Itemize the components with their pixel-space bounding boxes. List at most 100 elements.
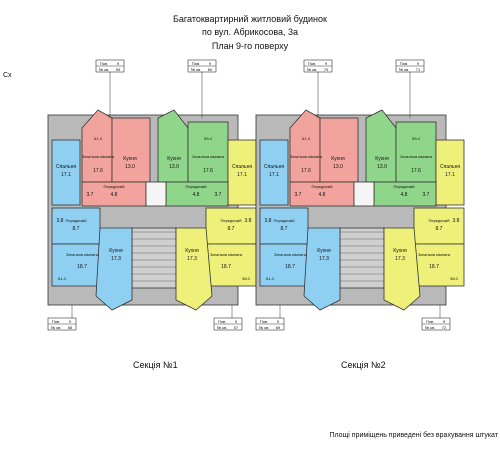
label-hall-bottom-right: Передпокій <box>428 218 449 223</box>
axis-mark: Сх <box>3 72 12 79</box>
label-bedroom-right: Спальня <box>232 164 252 170</box>
tag-floor-label: Пов. <box>218 319 226 324</box>
tag-floor-label: Пов. <box>400 61 408 66</box>
label-living-bottom-left: Загальна кімната <box>274 252 307 257</box>
area-kitchen-top-right: 13.0 <box>377 164 387 170</box>
elevator <box>353 181 375 207</box>
tag-apt-value: 60 <box>208 67 213 72</box>
label-living-top-left: Загальна кімната <box>290 154 323 159</box>
section-2-label: Секція №2 <box>341 360 386 370</box>
apartment-tag-top-right: Пов. 9 № кв. 60 <box>187 59 217 73</box>
area-kitchen-bottom-right: 17.3 <box>395 256 405 262</box>
total-bottom-left: 61.4 <box>58 276 67 281</box>
total-top-left: 61.4 <box>302 136 311 141</box>
hall-bottom-left <box>259 207 309 245</box>
room-kitchen-pink <box>319 117 359 183</box>
area-bath-top-left: 3.7 <box>295 192 302 198</box>
tag-floor-value: 9 <box>235 319 238 324</box>
label-hall-top-left: Передпокій <box>311 184 332 189</box>
room-kitchen-bottom-right <box>175 227 213 311</box>
area-bedroom-right: 17.1 <box>445 172 455 178</box>
area-living-bottom-left: 18.7 <box>77 264 87 270</box>
label-bedroom-right: Спальня <box>440 164 460 170</box>
tag-apt-value: 69 <box>276 325 281 330</box>
tag-apt-label: № кв. <box>399 67 409 72</box>
tag-floor-value: 9 <box>325 61 328 66</box>
room-living-green <box>187 121 229 183</box>
area-bath-top-right: 3.7 <box>423 192 430 198</box>
label-hall-bottom-left: Передпокій <box>273 218 294 223</box>
area-living-top-right: 17.6 <box>203 168 213 174</box>
floor-plan-title: План 9-го поверху <box>211 41 289 51</box>
label-living-bottom-left: Загальна кімната <box>66 252 99 257</box>
tag-floor-value: 9 <box>69 319 72 324</box>
tag-apt-value: 71 <box>416 67 421 72</box>
total-bottom-left: 61.4 <box>266 276 275 281</box>
tag-floor-label: Пов. <box>308 61 316 66</box>
label-hall-bottom-left: Передпокій <box>65 218 86 223</box>
area-hall-top-left: 4.8 <box>319 192 326 198</box>
label-living-bottom-right: Загальна кімната <box>418 252 451 257</box>
apartment-tag-top-left: Пов.9№ кв.59 <box>95 59 125 73</box>
area-kitchen-top-right: 13.0 <box>169 164 179 170</box>
tag-apt-label: № кв. <box>191 67 201 72</box>
label-living-top-left: Загальна кімната <box>82 154 115 159</box>
area-hall-bottom-right: 8.7 <box>228 226 235 232</box>
tag-floor-label: Пов. <box>426 319 434 324</box>
area-bath-bottom-left: 3.8 <box>57 218 64 224</box>
hall-top-left <box>81 181 147 207</box>
tag-floor-value: 9 <box>417 61 420 66</box>
area-kitchen-bottom-right: 17.3 <box>187 256 197 262</box>
tag-apt-value: 70 <box>324 67 329 72</box>
area-bedroom-left: 17.1 <box>269 172 279 178</box>
apartment-tag-bottom-right: Пов.9№ кв.57 <box>213 317 243 331</box>
room-kitchen-bottom-left <box>303 227 341 311</box>
label-living-bottom-right: Загальна кімната <box>210 252 243 257</box>
hall-top-right <box>165 181 229 207</box>
room-bedroom-left <box>51 139 81 206</box>
label-living-top-right: Загальна кімната <box>192 154 225 159</box>
label-hall-top-left: Передпокій <box>103 184 124 189</box>
area-kitchen-top-left: 13.0 <box>333 164 343 170</box>
apartment-tag-bottom-left: Пов.9№ кв.58 <box>47 317 77 331</box>
room-living-bottom-right <box>205 243 257 287</box>
apartment-tag-top-right: Пов. 9 № кв. 71 <box>395 59 425 73</box>
tag-apt-label: № кв. <box>217 325 227 330</box>
address-line: по вул. Абрикосова, 3а <box>201 27 299 37</box>
area-hall-bottom-left: 8.7 <box>73 226 80 232</box>
label-hall-bottom-right: Передпокій <box>220 218 241 223</box>
total-bottom-right: 58.0 <box>450 276 459 281</box>
tag-apt-label: № кв. <box>99 67 109 72</box>
label-kitchen-top-right: Кухня <box>375 156 389 162</box>
total-top-right: 59.4 <box>412 136 421 141</box>
tag-floor-value: 9 <box>443 319 446 324</box>
tag-floor-value: 9 <box>117 61 120 66</box>
label-bedroom-left: Спальня <box>56 164 76 170</box>
room-living-bottom-left <box>51 243 101 287</box>
area-kitchen-top-left: 13.0 <box>125 164 135 170</box>
area-living-top-left: 17.6 <box>93 168 103 174</box>
tag-apt-label: № кв. <box>307 67 317 72</box>
area-living-bottom-left: 18.7 <box>285 264 295 270</box>
tag-apt-value: 72 <box>442 325 447 330</box>
tag-apt-label: № кв. <box>259 325 269 330</box>
area-bedroom-right: 17.1 <box>237 172 247 178</box>
tag-floor-value: 9 <box>209 61 212 66</box>
room-bedroom-left <box>259 139 289 206</box>
total-bottom-right: 58.0 <box>242 276 251 281</box>
room-living-bottom-right <box>413 243 465 287</box>
room-living-green <box>395 121 437 183</box>
tag-apt-label: № кв. <box>51 325 61 330</box>
tag-floor-label: Пов. <box>192 61 200 66</box>
label-living-top-right: Загальна кімната <box>400 154 433 159</box>
room-bedroom-right <box>435 139 465 206</box>
area-hall-top-right: 4.8 <box>401 192 408 198</box>
footnote: Площі приміщень приведені без врахування… <box>329 432 498 439</box>
room-kitchen-pink <box>111 117 151 183</box>
stairwell <box>339 227 385 289</box>
label-kitchen-top-left: Кухня <box>331 156 345 162</box>
label-kitchen-bottom-left: Кухня <box>317 248 331 254</box>
